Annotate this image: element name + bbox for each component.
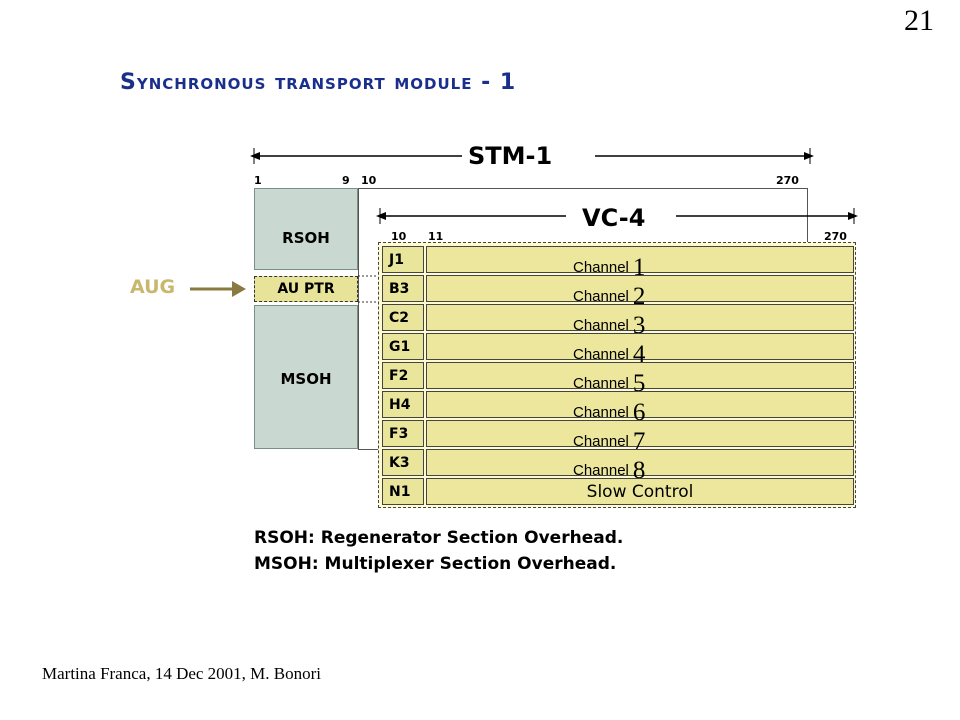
slow-control-payload: Slow Control bbox=[426, 478, 854, 505]
stm-col-10: 10 bbox=[361, 174, 377, 187]
channel-3-number: 3 bbox=[632, 312, 646, 339]
stm-col-270: 270 bbox=[776, 174, 799, 187]
channel-1-text: Channel bbox=[573, 259, 629, 276]
stm-dimension-arrow bbox=[250, 148, 814, 164]
poh-byte-c2: C2 bbox=[382, 304, 424, 331]
vc4-col-10: 10 bbox=[391, 230, 407, 243]
vc4-dimension-arrow bbox=[376, 208, 858, 224]
slide-number: 21 bbox=[904, 4, 934, 37]
au-pointer-block: AU PTR bbox=[254, 276, 358, 302]
channel-5-number: 5 bbox=[632, 370, 646, 397]
channel-3-text: Channel bbox=[573, 317, 629, 334]
rsoh-block: RSOH bbox=[254, 188, 358, 270]
legend-rsoh: RSOH: Regenerator Section Overhead. bbox=[254, 528, 624, 548]
poh-byte-f3: F3 bbox=[382, 420, 424, 447]
stm1-label: STM-1 bbox=[462, 142, 559, 170]
aug-label: AUG bbox=[130, 276, 176, 298]
rsoh-label: RSOH bbox=[282, 229, 330, 247]
aug-arrow-icon bbox=[190, 281, 246, 297]
channel-1-number: 1 bbox=[632, 254, 646, 281]
auptr-guide-lines bbox=[358, 275, 382, 303]
poh-byte-b3: B3 bbox=[382, 275, 424, 302]
stm-col-9: 9 bbox=[342, 174, 350, 187]
stm-col-1: 1 bbox=[254, 174, 262, 187]
poh-byte-f2: F2 bbox=[382, 362, 424, 389]
vc4-col-270: 270 bbox=[824, 230, 847, 243]
au-pointer-label: AU PTR bbox=[277, 281, 335, 297]
poh-byte-n1: N1 bbox=[382, 478, 424, 505]
channel-5-text: Channel bbox=[573, 375, 629, 392]
slide-title: Synchronous transport module - 1 bbox=[120, 70, 517, 95]
vc4-col-11: 11 bbox=[428, 230, 444, 243]
vc4-label: VC-4 bbox=[576, 204, 652, 232]
channel-8-number: 8 bbox=[632, 457, 646, 484]
channel-7-number: 7 bbox=[632, 428, 646, 455]
poh-byte-g1: G1 bbox=[382, 333, 424, 360]
channel-8-text: Channel bbox=[573, 462, 629, 479]
channel-6-number: 6 bbox=[632, 399, 646, 426]
slow-control-label: Slow Control bbox=[586, 482, 694, 502]
vc4-row-9: N1 Slow Control bbox=[382, 478, 854, 505]
msoh-label: MSOH bbox=[280, 370, 332, 388]
footer-credit: Martina Franca, 14 Dec 2001, M. Bonori bbox=[42, 664, 322, 683]
channel-2-text: Channel bbox=[573, 288, 629, 305]
channel-6-text: Channel bbox=[573, 404, 629, 421]
msoh-block: MSOH bbox=[254, 305, 358, 449]
channel-4-text: Channel bbox=[573, 346, 629, 363]
poh-byte-h4: H4 bbox=[382, 391, 424, 418]
poh-byte-j1: J1 bbox=[382, 246, 424, 273]
channel-2-number: 2 bbox=[632, 283, 646, 310]
legend-msoh: MSOH: Multiplexer Section Overhead. bbox=[254, 554, 617, 574]
poh-byte-k3: K3 bbox=[382, 449, 424, 476]
channel-4-number: 4 bbox=[632, 341, 646, 368]
channel-7-text: Channel bbox=[573, 433, 629, 450]
